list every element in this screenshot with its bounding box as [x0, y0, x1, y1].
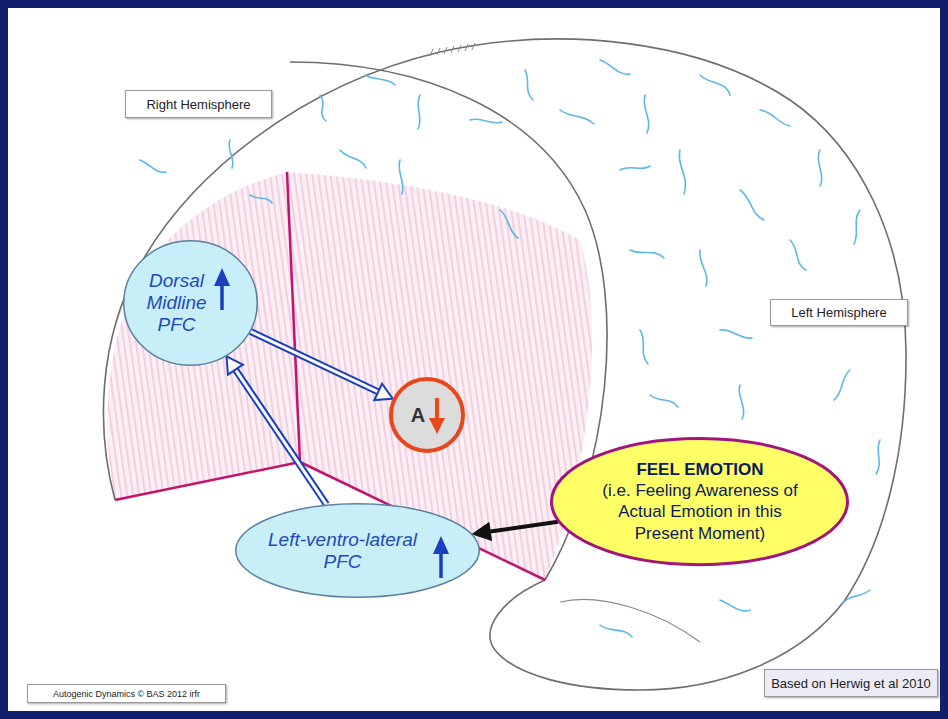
- connector-line-core: [251, 332, 379, 392]
- shape-outline: [124, 241, 258, 366]
- increase-arrow: [214, 268, 230, 310]
- node-text: Left Hemisphere: [791, 305, 886, 320]
- decrease-arrow: [429, 398, 445, 434]
- text-group: Left-ventro-lateral PFC: [255, 529, 430, 573]
- amygdala-circle: A: [389, 377, 465, 453]
- brain-region-ellipse: Dorsal Midline PFC: [123, 240, 258, 366]
- connector-line: [235, 370, 326, 505]
- shape-outline: [550, 437, 849, 566]
- temporal-fold: [560, 599, 700, 642]
- node-text: Based on Herwig et al 2010: [771, 676, 931, 691]
- connector-arrow: [251, 332, 393, 401]
- text-group: A: [411, 404, 425, 427]
- node-text: Autogenic Dynamics © BAS 2012 irfr: [53, 689, 200, 699]
- brain-region-ellipse: Left-ventro-lateral PFC: [235, 503, 480, 598]
- text-group: Based on Herwig et al 2010: [771, 676, 931, 691]
- arrow-head: [226, 356, 242, 374]
- node-text: FEEL EMOTION: [592, 459, 807, 480]
- connector-arrow: [472, 522, 558, 541]
- connector-line: [490, 522, 558, 532]
- text-group: Right Hemisphere: [146, 97, 250, 112]
- increase-arrow: [433, 536, 449, 578]
- emotion-callout: FEEL EMOTION(i.e. Feeling Awareness of A…: [550, 437, 849, 566]
- hemisphere-label: Right Hemisphere: [125, 90, 272, 118]
- hemisphere-label: Left Hemisphere: [770, 299, 908, 326]
- connector-line: [251, 332, 379, 392]
- shape-outline: [389, 377, 465, 453]
- cut-surface: [107, 172, 300, 500]
- node-text: (i.e. Feeling Awareness of Actual Emotio…: [592, 480, 807, 544]
- shape-outline: [391, 379, 463, 451]
- node-text: Left-ventro-lateral PFC: [255, 529, 430, 573]
- copyright-note: Autogenic Dynamics © BAS 2012 irfr: [27, 684, 226, 703]
- shape-outline: [236, 504, 480, 598]
- source-note: Based on Herwig et al 2010: [764, 669, 938, 697]
- text-group: Autogenic Dynamics © BAS 2012 irfr: [53, 689, 200, 699]
- sulci: [140, 60, 880, 637]
- shape-outline: [552, 438, 848, 564]
- arrow-head: [374, 384, 392, 400]
- node-text: A: [411, 404, 425, 427]
- hatch-marks: [430, 43, 475, 56]
- connector-line-core: [235, 370, 326, 505]
- text-group: Dorsal Midline PFC: [141, 270, 213, 336]
- node-text: Dorsal Midline PFC: [141, 270, 213, 336]
- node-text: Right Hemisphere: [146, 97, 250, 112]
- text-group: Left Hemisphere: [791, 305, 886, 320]
- connector-arrow: [226, 356, 326, 504]
- text-group: FEEL EMOTION(i.e. Feeling Awareness of A…: [592, 459, 807, 544]
- brain-outline: [103, 39, 906, 690]
